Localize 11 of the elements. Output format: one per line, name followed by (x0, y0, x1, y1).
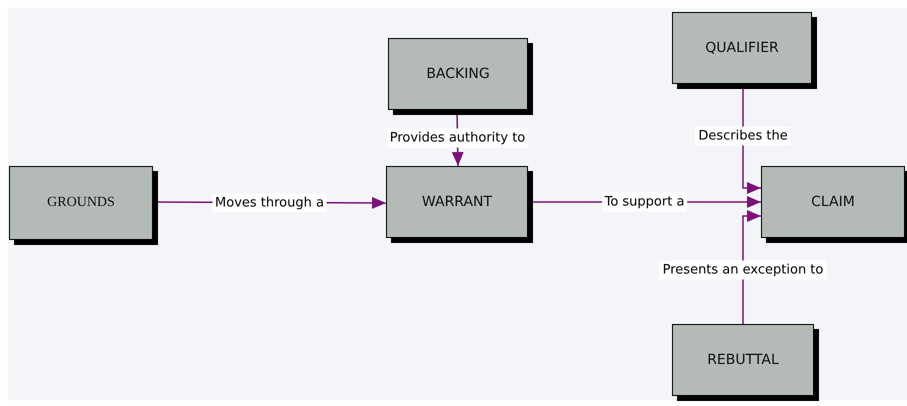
box-label: GROUNDS (47, 195, 115, 211)
edge-label: Provides authority to (386, 128, 528, 148)
edge-label: Moves through a (212, 193, 327, 212)
box-label: BACKING (426, 66, 490, 82)
box-label: WARRANT (422, 194, 492, 210)
box-label: CLAIM (811, 194, 855, 210)
box-label: QUALIFIER (705, 40, 779, 56)
edge-label: Presents an exception to (660, 260, 826, 280)
edge-label: Describes the (695, 126, 791, 146)
box-label: REBUTTAL (707, 352, 779, 368)
edge-label: To support a (602, 192, 688, 212)
